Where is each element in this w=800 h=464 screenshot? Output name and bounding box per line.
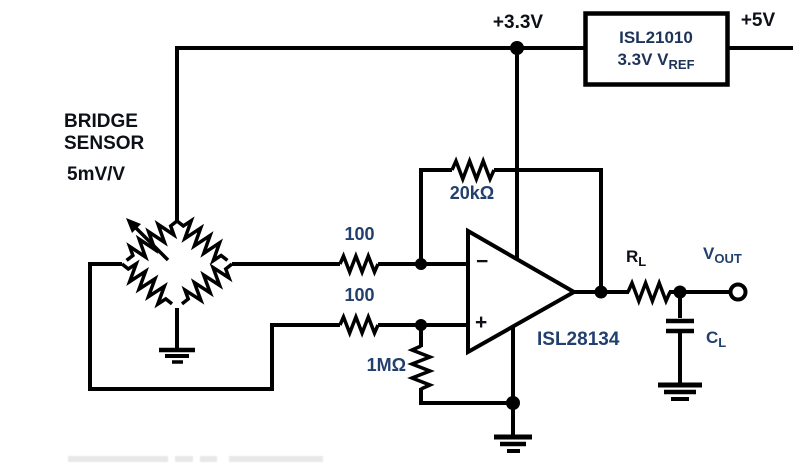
resistor-20k-label: 20kΩ — [449, 183, 495, 203]
bridge-label-line2: SENSOR — [64, 133, 145, 154]
resistors — [120, 156, 672, 391]
vout-label: VOUT — [703, 244, 742, 266]
wire-feedback-left — [419, 168, 452, 264]
bridge-resistor-top-left — [125, 219, 179, 262]
ground-bridge — [159, 347, 195, 364]
wire-bridge-left-to-plus-input — [88, 262, 340, 391]
junction-load — [673, 285, 687, 299]
junction-output — [594, 285, 608, 299]
opamp-inverting-sign: − — [476, 250, 489, 273]
vout-terminal — [728, 282, 748, 302]
resistor-1m-bias — [407, 344, 435, 391]
resistor-100-bottom-label: 100 — [344, 285, 375, 305]
resistor-20k-feedback — [450, 156, 496, 184]
junction-ground — [506, 396, 520, 410]
bridge-sensor-label: BRIDGE SENSOR 5mV/V — [64, 111, 144, 186]
junction-dots — [415, 41, 687, 410]
arrow-shaft — [133, 225, 170, 262]
junction-minus-input — [415, 258, 427, 270]
opamp-noninverting-sign: + — [475, 311, 488, 334]
artifact-bar — [200, 456, 217, 462]
supply-5v-label: +5V — [740, 10, 776, 31]
bridge-resistor-bottom-right — [180, 262, 234, 306]
bridge-sensitivity-label: 5mV/V — [67, 164, 126, 185]
opamp-triangle — [466, 227, 579, 356]
bridge-label-line1: BRIDGE — [64, 111, 138, 132]
capacitor-cl — [666, 318, 694, 334]
wire-top-rail — [175, 46, 585, 222]
cl-label: CL — [706, 328, 727, 350]
cl-subscript: L — [718, 335, 727, 350]
vref-subscript: REF — [668, 56, 695, 72]
bridge-resistor-top-right — [175, 216, 229, 266]
supply-33v-label: +3.3V — [492, 12, 544, 33]
vref-part-number: ISL21010 — [619, 27, 693, 47]
ground-opamp — [494, 434, 532, 453]
arrow-head — [126, 218, 141, 233]
resistor-100-top-label: 100 — [344, 224, 375, 244]
junction-plus-input — [415, 319, 427, 331]
opamp-part-label: ISL28134 — [537, 329, 620, 350]
resistor-100-top — [338, 251, 380, 277]
vout-subscript: OUT — [714, 251, 742, 266]
ground-cap — [658, 382, 702, 401]
vref-box — [583, 11, 730, 87]
artifact-bar — [175, 456, 193, 462]
rl-label: RL — [626, 247, 647, 269]
junction-33v — [510, 41, 524, 55]
rl-subscript: L — [638, 254, 647, 269]
wire-1m-to-ground-node — [419, 388, 513, 405]
artifact-bar — [229, 456, 323, 462]
bridge-resistor-bottom-left — [120, 259, 174, 309]
vref-voltage-label: 3.3V VREF — [617, 49, 695, 72]
bridge-variable-arrow-icon — [126, 218, 170, 262]
resistor-rl-load — [626, 278, 672, 306]
vref-box-text: ISL21010 3.3V VREF — [585, 13, 727, 85]
resistor-1m-label: 1MΩ — [366, 355, 406, 375]
resistor-100-bottom — [338, 312, 380, 338]
wire-feedback-right — [494, 168, 603, 292]
artifact-bar — [68, 456, 168, 462]
